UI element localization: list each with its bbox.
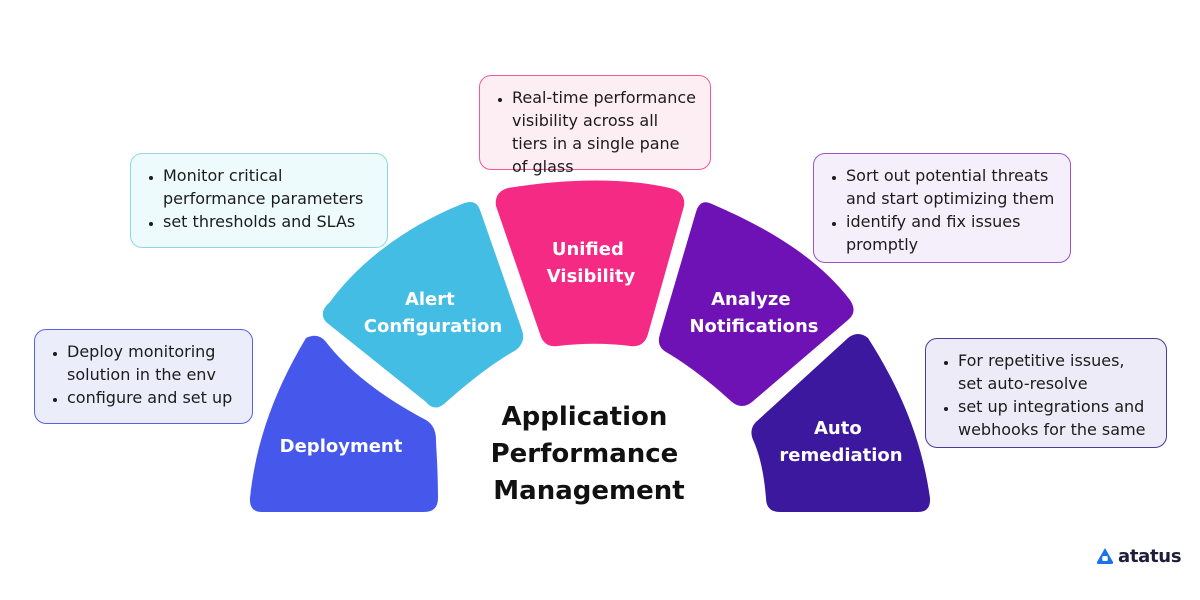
note-item: Sort out potential threats and start opt… (846, 164, 1058, 210)
note-item: Deploy monitoring solution in the env (67, 340, 240, 386)
note-list-deployment: Deploy monitoring solution in the env co… (45, 340, 240, 409)
note-item: For repetitive issues, set auto-resolve (958, 349, 1154, 395)
logo-cutout (1102, 556, 1108, 561)
segment-label-deployment: Deployment (280, 436, 403, 457)
note-list-auto: For repetitive issues, set auto-resolve … (936, 349, 1154, 441)
atatus-logo-icon (1096, 548, 1114, 564)
segment-auto (751, 334, 931, 512)
note-list-alert: Monitor critical performance parameters … (141, 164, 375, 233)
atatus-logo: atatus (1096, 545, 1182, 567)
segment-label-alert: Alert Configuration (364, 289, 502, 337)
note-item: set up integrations and webhooks for the… (958, 395, 1154, 441)
note-item: Real-time performance visibility across … (512, 86, 698, 178)
note-list-unified: Real-time performance visibility across … (490, 86, 698, 178)
segment-label-auto: Auto remediation (779, 418, 902, 466)
note-auto-remediation: For repetitive issues, set auto-resolve … (925, 338, 1167, 448)
note-item: configure and set up (67, 386, 240, 409)
note-deployment: Deploy monitoring solution in the env co… (34, 329, 253, 424)
note-item: set thresholds and SLAs (163, 210, 375, 233)
note-alert-configuration: Monitor critical performance parameters … (130, 153, 388, 248)
center-title: Application Performance Management (491, 402, 688, 506)
note-item: identify and fix issues promptly (846, 210, 1058, 256)
segment-unified (495, 180, 685, 347)
brand-name: atatus (1118, 545, 1182, 567)
segment-label-analyze: Analyze Notifications (689, 289, 818, 337)
note-item: Monitor critical performance parameters (163, 164, 375, 210)
note-unified-visibility: Real-time performance visibility across … (479, 75, 711, 176)
segment-label-unified: Unified Visibility (547, 239, 636, 287)
segment-alert (322, 202, 524, 408)
segment-deployment (249, 335, 438, 512)
note-list-analyze: Sort out potential threats and start opt… (824, 164, 1058, 256)
note-analyze-notifications: Sort out potential threats and start opt… (813, 153, 1071, 263)
segment-analyze (658, 202, 854, 406)
